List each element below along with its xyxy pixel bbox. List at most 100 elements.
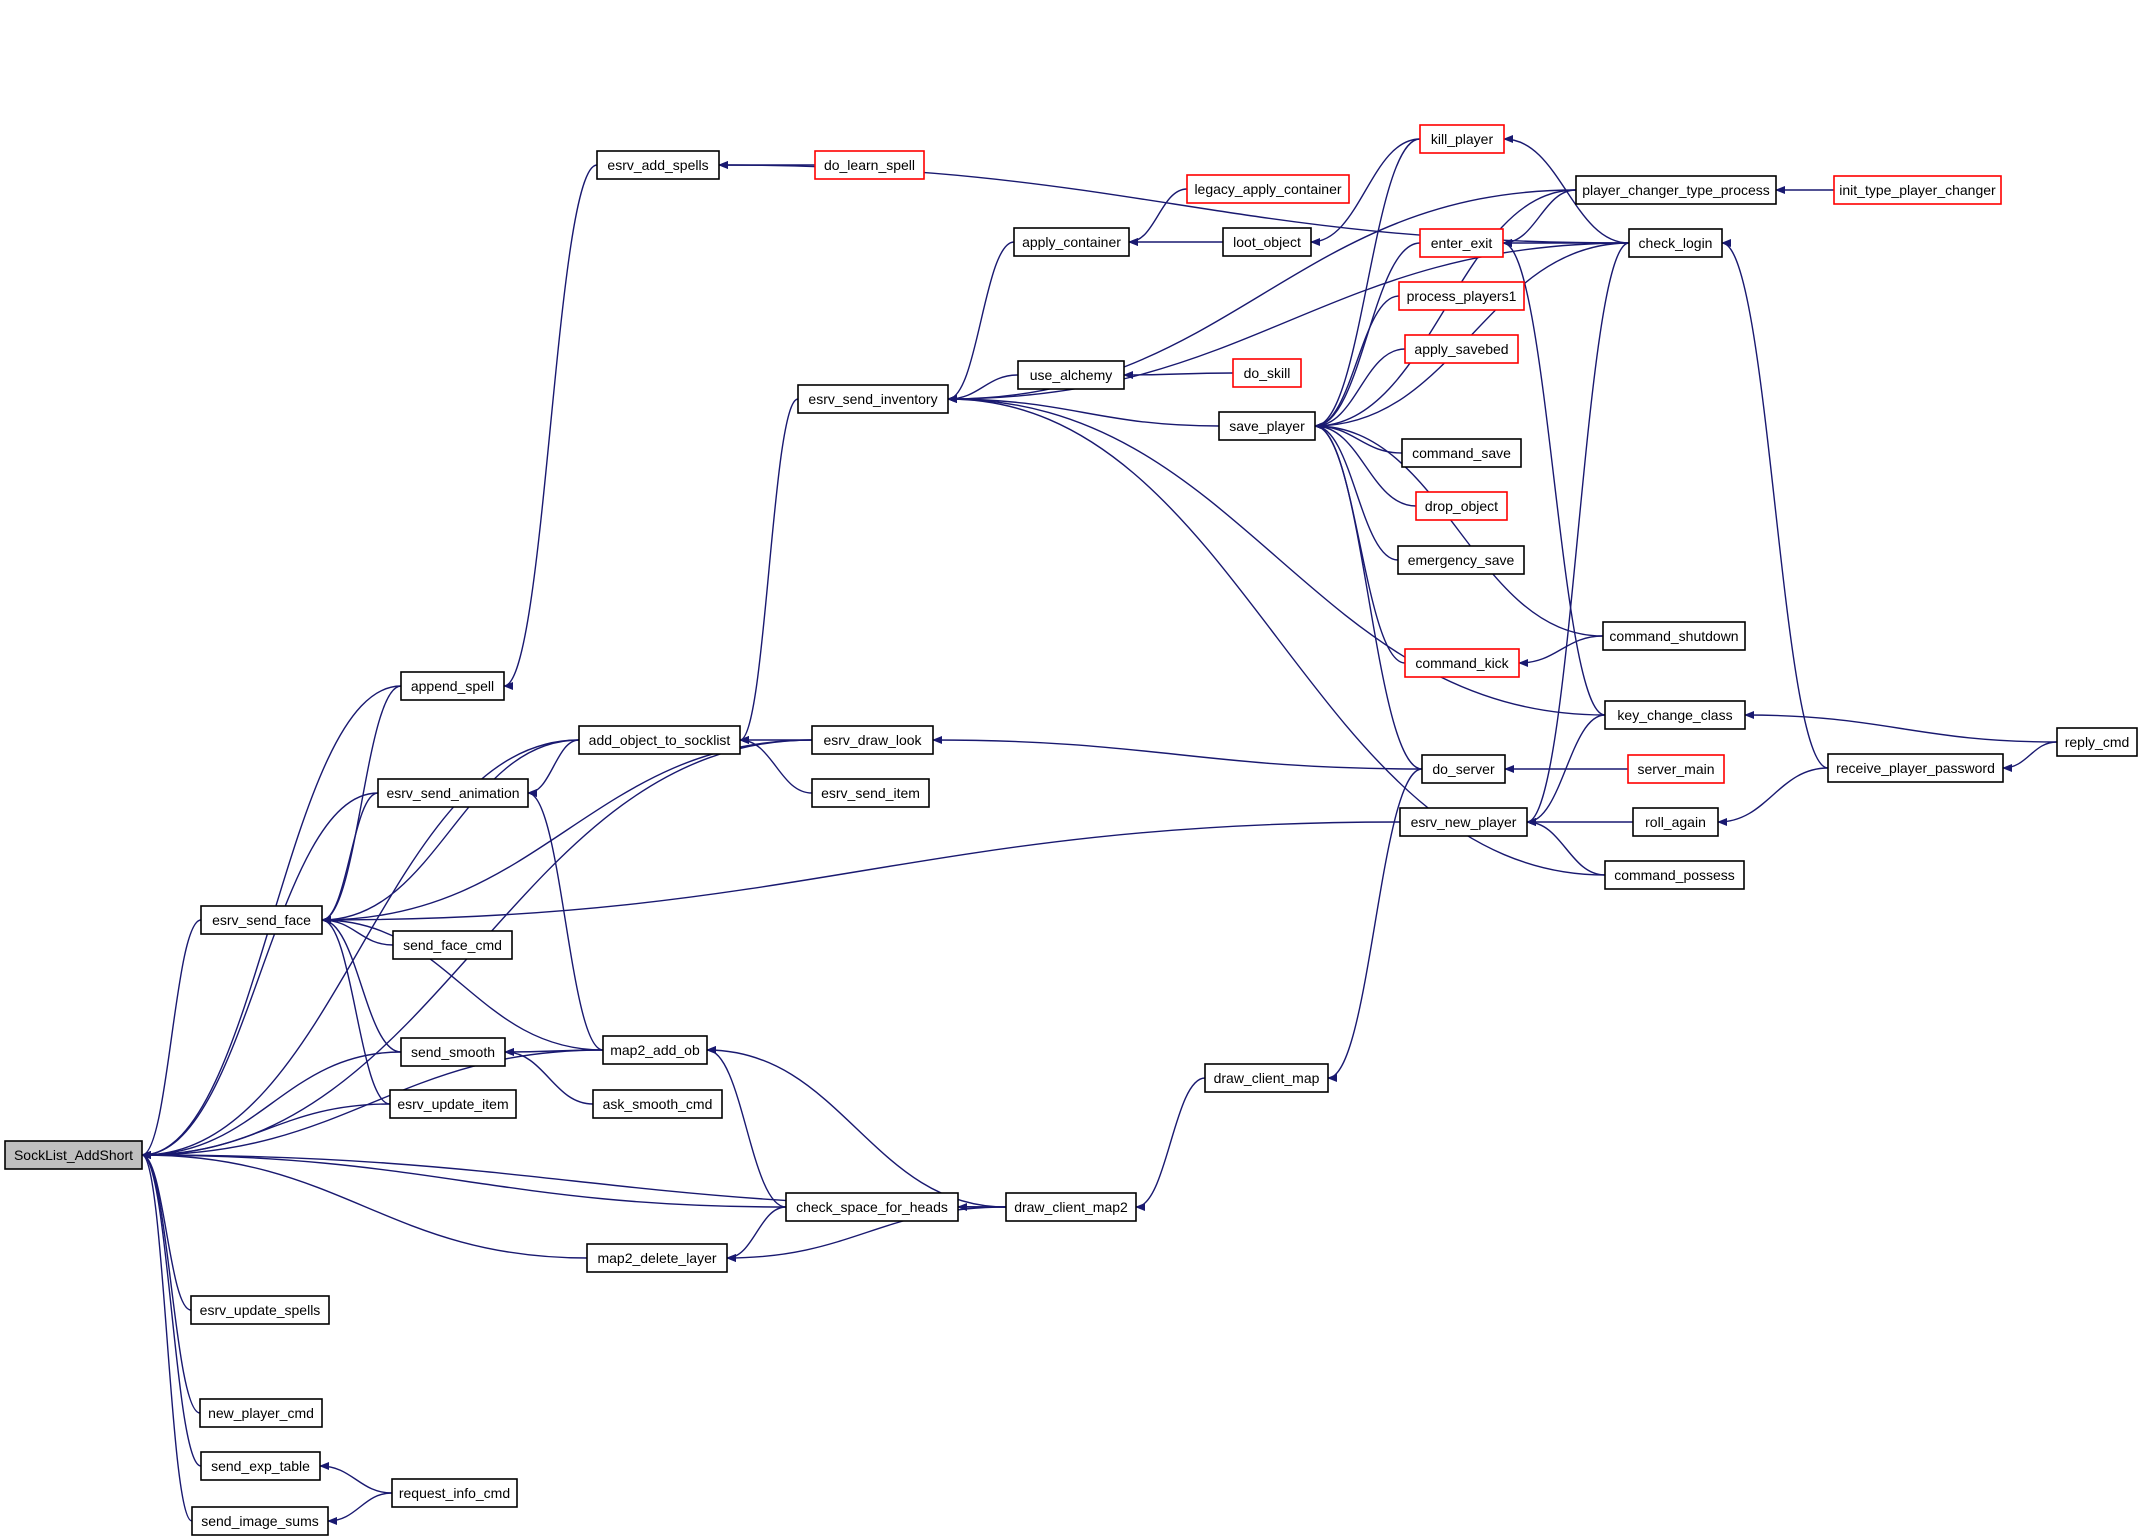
node-esrv-send-item[interactable]: esrv_send_item (811, 778, 930, 808)
node-label: reply_cmd (2065, 734, 2130, 750)
node-box (811, 778, 930, 808)
edge-command-save-to-save-player (1314, 422, 1403, 454)
node-box (1604, 700, 1746, 730)
node-send-smooth[interactable]: send_smooth (400, 1037, 506, 1067)
node-new-player-cmd[interactable]: new_player_cmd (199, 1398, 323, 1428)
node-label: legacy_apply_container (1194, 181, 1341, 197)
node-append-spell[interactable]: append_spell (400, 671, 505, 701)
node-label: request_info_cmd (399, 1485, 510, 1501)
edge-check-login-to-esrv-send-inventory (947, 242, 1630, 403)
edge-add-object-to-socklist-to-esrv-send-animation (527, 739, 580, 797)
node-do-learn-spell[interactable]: do_learn_spell (814, 150, 925, 180)
node-box (814, 150, 925, 180)
node-key-change-class[interactable]: key_change_class (1604, 700, 1746, 730)
edge-check-space-for-heads-to-map2-add-ob (706, 1046, 787, 1208)
node-box (596, 150, 720, 180)
node-label: kill_player (1431, 131, 1494, 147)
edge-apply-container-to-esrv-send-inventory (947, 241, 1015, 403)
node-server-main[interactable]: server_main (1627, 754, 1725, 784)
node-loot-object[interactable]: loot_object (1222, 227, 1312, 257)
node-label: init_type_player_changer (1839, 182, 1996, 198)
node-command-shutdown[interactable]: command_shutdown (1602, 621, 1746, 651)
node-esrv-draw-look[interactable]: esrv_draw_look (811, 725, 934, 755)
node-kill-player[interactable]: kill_player (1419, 124, 1505, 154)
edge-check-space-for-heads-to-map2-delete-layer (726, 1206, 787, 1262)
node-socklist-addshort[interactable]: SockList_AddShort (4, 1140, 143, 1170)
node-label: map2_add_ob (610, 1042, 700, 1058)
node-map2-add-ob[interactable]: map2_add_ob (602, 1035, 708, 1065)
node-send-image-sums[interactable]: send_image_sums (191, 1506, 329, 1536)
node-apply-container[interactable]: apply_container (1013, 227, 1130, 257)
edge-esrv-send-inventory-to-add-object-to-socklist (739, 398, 799, 744)
node-esrv-new-player[interactable]: esrv_new_player (1399, 807, 1528, 837)
node-box (1602, 621, 1746, 651)
node-box (1833, 175, 2002, 205)
node-box (1421, 754, 1506, 784)
node-check-login[interactable]: check_login (1628, 228, 1723, 258)
node-box (586, 1243, 728, 1273)
node-legacy-apply-container[interactable]: legacy_apply_container (1186, 174, 1350, 204)
node-roll-again[interactable]: roll_again (1632, 807, 1719, 837)
node-command-kick[interactable]: command_kick (1404, 648, 1520, 678)
node-label: receive_player_password (1836, 760, 1995, 776)
node-enter-exit[interactable]: enter_exit (1419, 228, 1504, 258)
node-map2-delete-layer[interactable]: map2_delete_layer (586, 1243, 728, 1273)
node-esrv-add-spells[interactable]: esrv_add_spells (596, 150, 720, 180)
edge-send-exp-table-to-socklist-addshort (141, 1151, 202, 1467)
node-command-save[interactable]: command_save (1401, 438, 1522, 468)
node-reply-cmd[interactable]: reply_cmd (2056, 727, 2138, 757)
node-label: loot_object (1233, 234, 1301, 250)
node-init-type-player-changer[interactable]: init_type_player_changer (1833, 175, 2002, 205)
node-box (400, 1037, 506, 1067)
node-box (200, 905, 323, 935)
node-label: command_shutdown (1609, 628, 1738, 644)
node-box (1627, 754, 1725, 784)
node-emergency-save[interactable]: emergency_save (1397, 545, 1525, 575)
node-box (811, 725, 934, 755)
node-receive-player-password[interactable]: receive_player_password (1827, 753, 2004, 783)
node-label: append_spell (411, 678, 494, 694)
node-draw-client-map[interactable]: draw_client_map (1204, 1063, 1329, 1093)
node-esrv-send-face[interactable]: esrv_send_face (200, 905, 323, 935)
node-ask-smooth-cmd[interactable]: ask_smooth_cmd (592, 1089, 723, 1119)
node-box (1398, 281, 1525, 311)
node-box (2056, 727, 2138, 757)
edge-key-change-class-to-esrv-send-inventory (947, 395, 1606, 716)
node-label: draw_client_map (1214, 1070, 1320, 1086)
node-label: esrv_send_item (821, 785, 920, 801)
edge-add-object-to-socklist-to-socklist-addshort (141, 739, 580, 1159)
node-box (1204, 1063, 1329, 1093)
node-box (1628, 228, 1723, 258)
node-draw-client-map2[interactable]: draw_client_map2 (1005, 1192, 1137, 1222)
node-label: drop_object (1425, 498, 1498, 514)
node-do-skill[interactable]: do_skill (1232, 358, 1302, 388)
node-do-server[interactable]: do_server (1421, 754, 1506, 784)
node-esrv-update-item[interactable]: esrv_update_item (389, 1089, 517, 1119)
edge-process-players1-to-save-player (1314, 295, 1400, 430)
edge-request-info-cmd-to-send-exp-table (319, 1462, 393, 1494)
node-send-exp-table[interactable]: send_exp_table (200, 1451, 321, 1481)
node-player-changer-type-process[interactable]: player_changer_type_process (1575, 175, 1777, 205)
node-command-possess[interactable]: command_possess (1604, 860, 1745, 890)
node-esrv-send-inventory[interactable]: esrv_send_inventory (797, 384, 949, 414)
node-esrv-send-animation[interactable]: esrv_send_animation (377, 778, 529, 808)
node-label: save_player (1229, 418, 1305, 434)
edge-esrv-update-item-to-socklist-addshort (141, 1103, 391, 1159)
node-send-face-cmd[interactable]: send_face_cmd (392, 930, 513, 960)
node-drop-object[interactable]: drop_object (1415, 491, 1508, 521)
node-process-players1[interactable]: process_players1 (1398, 281, 1525, 311)
node-check-space-for-heads[interactable]: check_space_for_heads (785, 1192, 959, 1222)
edge-esrv-send-animation-to-esrv-send-face (321, 792, 379, 924)
node-add-object-to-socklist[interactable]: add_object_to_socklist (578, 725, 741, 755)
edge-esrv-send-item-to-add-object-to-socklist (739, 736, 813, 794)
node-apply-savebed[interactable]: apply_savebed (1404, 334, 1519, 364)
node-label: command_save (1412, 445, 1511, 461)
edge-draw-client-map-to-draw-client-map2 (1135, 1077, 1206, 1211)
node-save-player[interactable]: save_player (1218, 411, 1316, 441)
node-box (392, 930, 513, 960)
node-use-alchemy[interactable]: use_alchemy (1017, 360, 1125, 390)
edge-esrv-update-item-to-esrv-send-face (321, 916, 391, 1105)
edge-map2-delete-layer-to-socklist-addshort (141, 1151, 588, 1259)
node-request-info-cmd[interactable]: request_info_cmd (391, 1478, 518, 1508)
node-esrv-update-spells[interactable]: esrv_update_spells (190, 1295, 330, 1325)
